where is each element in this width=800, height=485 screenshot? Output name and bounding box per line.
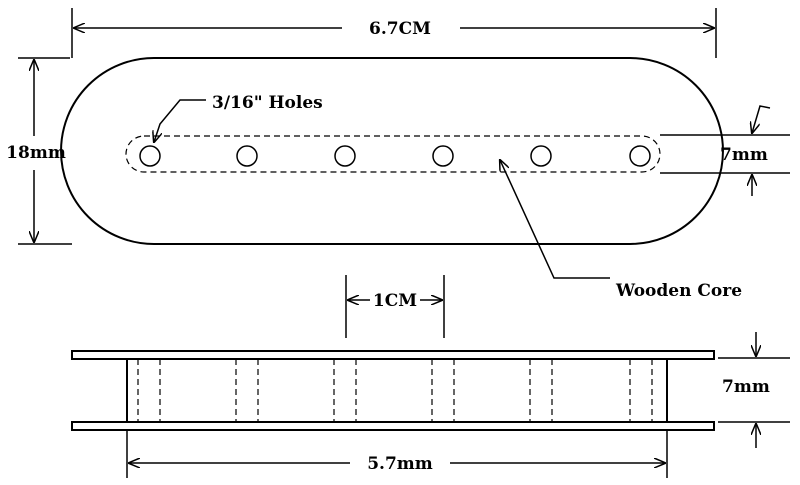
height-label: 7mm [722, 377, 770, 397]
width-label: 18mm [6, 143, 66, 163]
overall-length-dimension: 6.7CM [71, 8, 717, 58]
core-length-dimension: 5.7mm [126, 430, 668, 478]
hole-spacing-dimension: 1CM [345, 275, 445, 338]
height-dimension: 7mm [718, 332, 790, 448]
wooden-core-label: Wooden Core [615, 281, 742, 301]
holes-callout: 3/16" Holes [154, 93, 323, 142]
hole [629, 145, 651, 167]
bottom-flange [71, 421, 715, 431]
hole [334, 145, 356, 167]
wooden-core-callout: Wooden Core [500, 160, 742, 301]
hole [236, 145, 258, 167]
holes-label: 3/16" Holes [212, 93, 323, 113]
hole [432, 145, 454, 167]
top-flange [71, 350, 715, 360]
hole-spacing-label: 1CM [373, 291, 417, 311]
hole-channels [137, 359, 653, 422]
hole [530, 145, 552, 167]
hole-row [139, 145, 651, 167]
core-width-label: 7mm [720, 145, 768, 165]
hole [139, 145, 161, 167]
overall-length-label: 6.7CM [369, 19, 431, 39]
wooden-core-outline [125, 135, 661, 173]
width-dimension: 18mm [6, 57, 72, 245]
bobbin-top-outline [60, 57, 724, 245]
core-width-dimension: 7mm [660, 105, 790, 196]
core-length-label: 5.7mm [367, 454, 433, 474]
